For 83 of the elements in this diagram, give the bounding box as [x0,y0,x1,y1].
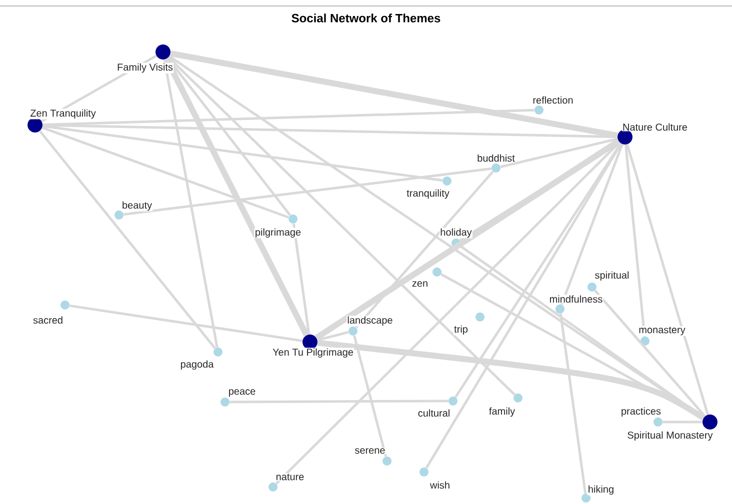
edge-line [594,290,706,418]
edge-line [425,142,622,469]
edge-line [38,130,216,350]
edge-line [168,56,516,396]
node-dot [114,210,124,220]
edge-line [164,58,310,336]
node-dot [348,326,358,336]
edge-line [69,304,303,342]
node-label: pilgrimage [254,228,302,238]
node-label: serene [354,448,386,454]
node-dot [448,396,458,406]
node-dot [288,214,298,224]
node-label: cultural [417,408,451,418]
edge-line [560,144,624,306]
node-label: reflection [532,96,574,104]
node-label: zen [411,280,429,288]
node-label: nature [275,473,305,481]
edge-line [42,108,534,126]
node-label: Spiritual Monastery [626,430,714,442]
node-label: mindfulness [548,294,604,304]
node-label: holiday [440,228,472,238]
edge-line [166,57,292,216]
node-dot [432,268,442,276]
edge-line [559,313,587,494]
edge-line [42,124,443,182]
node-dot [268,482,278,492]
edge-line [230,400,448,404]
node-dot [588,282,596,292]
edge-line [624,144,646,336]
node-label: beauty [121,200,153,212]
node-label: spiritual [594,270,630,282]
node-label: family [488,406,516,418]
edge-line [317,330,349,342]
node-dot [534,106,544,114]
edge-line [317,340,706,420]
title: Social Network of Themes [292,14,440,22]
node-label: trip [453,324,469,336]
node-dot [302,334,318,350]
edge-line [124,167,492,216]
edge-line [275,142,620,485]
node-label: tranquility [406,188,450,200]
edge-line [355,170,494,328]
edge-line [440,273,704,420]
node-label: wish [429,480,451,490]
node-label: practices [620,406,662,418]
node-label: Family Visits [116,62,174,74]
node-label: Yen Tu Pilgrimage [272,348,354,358]
edge-line [459,140,620,242]
node-label: hiking [587,484,615,496]
node-label: peace [228,388,256,398]
node-dot [476,312,484,322]
node-label: pagoda [180,360,214,370]
node-dot [618,130,632,144]
node-dot [556,304,564,314]
node-label: Nature Culture [622,122,688,132]
node-label: monastery [638,326,686,336]
node-dot [156,44,170,60]
node-dot [442,176,452,186]
edge-line [662,420,702,424]
node-dot [382,456,392,466]
node-dot [654,417,662,426]
edge-line [352,335,388,457]
node-dot [28,118,42,132]
node-label: landscape [346,316,394,326]
node-dot [702,414,718,430]
node-dot [514,393,522,402]
edge-line [42,126,290,219]
node-label: buddhist [476,154,516,162]
edge-line [500,138,618,168]
edge-line [459,244,704,419]
edge-line [314,138,620,340]
edge-line [292,223,310,335]
node-dot [214,348,222,356]
edge-line [163,59,218,348]
node-dot [220,397,230,406]
node-dot [420,467,428,476]
node-dot [582,493,590,502]
edge-line [626,144,709,415]
node-label: Zen Tranquility [30,108,96,120]
node-dot [640,336,650,346]
node-dot [60,300,70,310]
node-label: sacred [32,316,64,324]
node-dot [492,164,500,172]
